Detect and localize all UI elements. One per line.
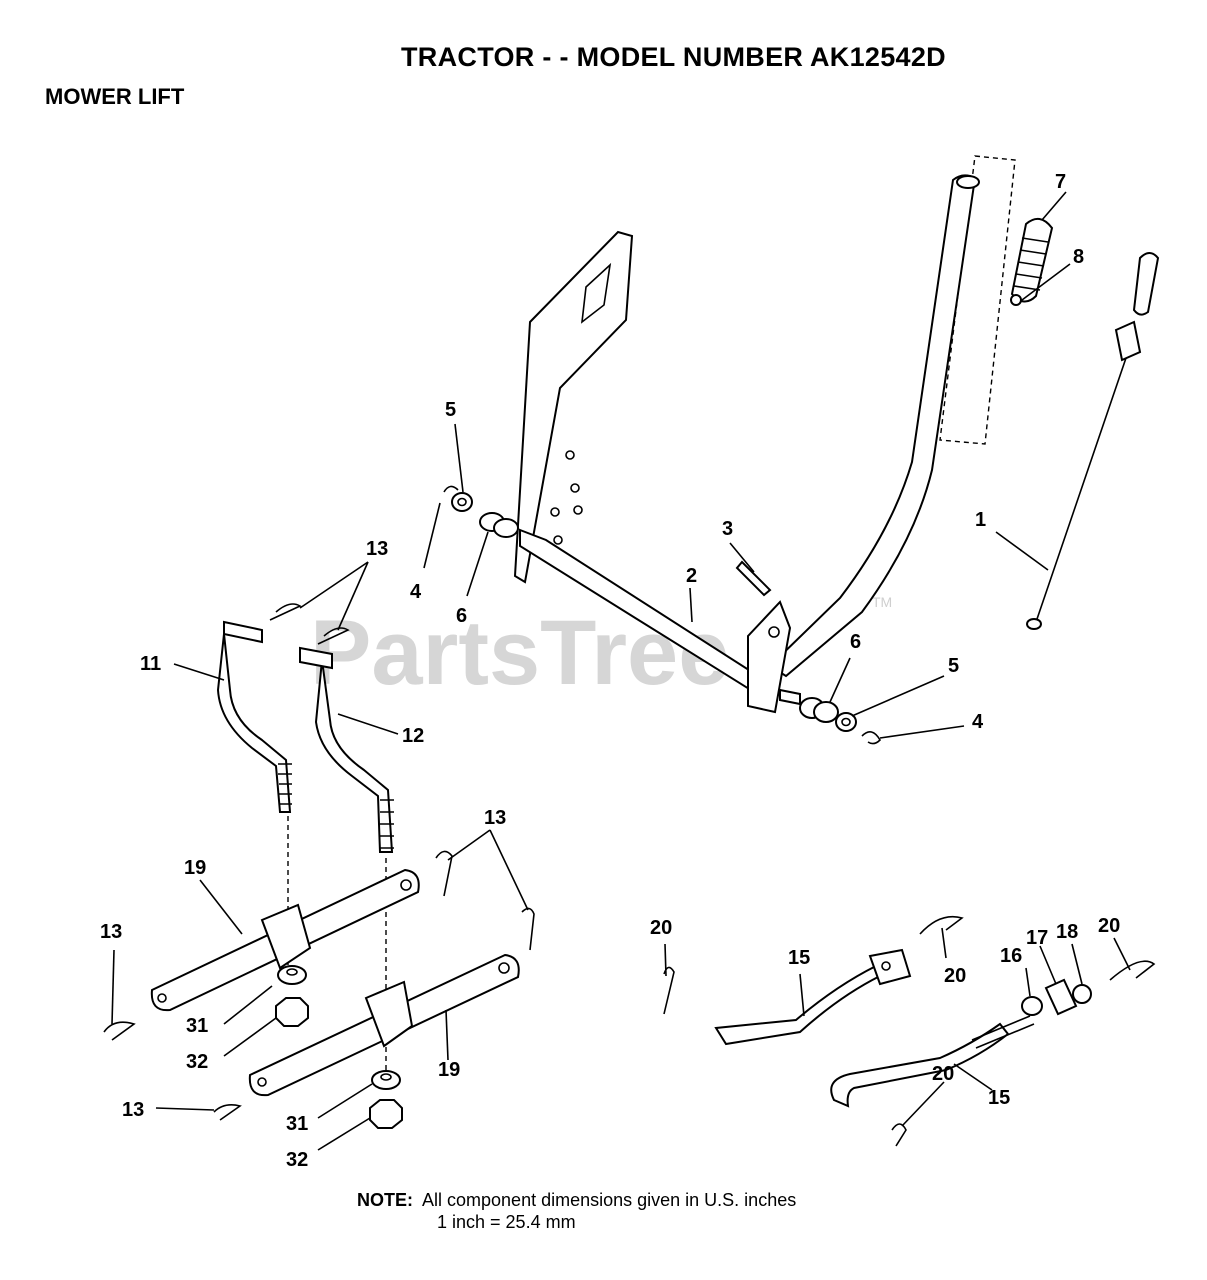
nut-upper [275, 997, 309, 1027]
hairpin-clip-bottom [213, 1104, 242, 1121]
lift-arm-upper [150, 868, 420, 1012]
callout-12: 12 [402, 725, 424, 747]
callout-17: 17 [1026, 927, 1048, 949]
lift-link-left [216, 620, 292, 813]
callout-13-bottom: 13 [122, 1099, 144, 1121]
nut-lower [369, 1099, 403, 1129]
washer-left [451, 492, 473, 512]
handle-grip [1010, 217, 1054, 303]
callout-13-left: 13 [100, 921, 122, 943]
lift-arm-lower [248, 953, 520, 1097]
callout-20-mid: 20 [944, 965, 966, 987]
ferrule [1072, 984, 1092, 1004]
lift-handle-grip-outline [939, 155, 1016, 445]
callout-20-left: 20 [650, 917, 672, 939]
hairpin-clip-mid-2 [521, 907, 535, 951]
leader-lines [111, 191, 1131, 1151]
hairpin-clip-mid-1 [435, 850, 453, 897]
callout-4-right: 4 [972, 711, 984, 733]
washer-lower [371, 1070, 401, 1090]
callout-2: 2 [686, 565, 697, 587]
callout-11: 11 [140, 653, 161, 675]
lift-shaft [519, 528, 801, 714]
bushing-left [479, 512, 519, 538]
cotter-pin-3 [1109, 960, 1156, 981]
cotter-pin-2 [919, 915, 964, 935]
callout-13-top: 13 [366, 538, 388, 560]
mounting-plate [513, 230, 634, 584]
callout-20-bottom: 20 [932, 1063, 954, 1085]
callout-15-upper: 15 [788, 947, 810, 969]
callout-8: 8 [1073, 246, 1084, 268]
pin [735, 560, 772, 597]
bushing-right [799, 697, 839, 723]
callout-19-lower: 19 [438, 1059, 460, 1081]
adjusting-rod-upper [714, 948, 912, 1046]
callout-3: 3 [722, 518, 733, 540]
watermark-trademark: TM [872, 594, 892, 610]
callout-19-upper: 19 [184, 857, 206, 879]
callout-6-left: 6 [456, 605, 467, 627]
callout-1: 1 [975, 509, 986, 531]
washer-upper [277, 965, 307, 985]
callout-16: 16 [1000, 945, 1022, 967]
clip-right [861, 731, 881, 745]
grip-cap [1010, 294, 1022, 306]
lift-link-right [299, 646, 394, 853]
callout-6-right: 6 [850, 631, 861, 653]
callout-18: 18 [1056, 921, 1078, 943]
callout-31-lower: 31 [286, 1113, 308, 1135]
page-title: TRACTOR - - MODEL NUMBER AK12542D [401, 42, 946, 72]
hairpin-clip-left [103, 1021, 136, 1041]
clip-left [443, 485, 459, 493]
callout-31-upper: 31 [186, 1015, 208, 1037]
callout-7: 7 [1055, 171, 1066, 193]
note-line-1: All component dimensions given in U.S. i… [422, 1190, 797, 1210]
callout-5-right: 5 [948, 655, 959, 677]
callout-32-lower: 32 [286, 1149, 308, 1171]
trunnion [1044, 978, 1078, 1016]
adjusting-rod-lower [830, 1015, 1035, 1108]
washer-right [835, 712, 857, 732]
callout-20-right: 20 [1098, 915, 1120, 937]
callout-4-left: 4 [410, 581, 422, 603]
cable-assembly [1026, 252, 1160, 630]
cotter-pin-1 [663, 966, 675, 1015]
callout-15-lower: 15 [988, 1087, 1010, 1109]
callout-13-mid: 13 [484, 807, 506, 829]
callout-labels: 7 8 1 5 4 6 3 2 13 6 5 4 11 12 13 19 19 … [100, 171, 1120, 1171]
section-title: MOWER LIFT [45, 84, 185, 109]
note-line-2: 1 inch = 25.4 mm [437, 1212, 576, 1232]
lift-handle [768, 174, 980, 678]
callout-5-left: 5 [445, 399, 456, 421]
dimensions-note: NOTE: All component dimensions given in … [357, 1189, 796, 1233]
note-label: NOTE: [357, 1190, 413, 1210]
hairpin-clip-upper-left [269, 603, 302, 621]
callout-32-upper: 32 [186, 1051, 208, 1073]
cotter-pin-4 [891, 1123, 907, 1147]
hex-nut [1021, 996, 1043, 1016]
